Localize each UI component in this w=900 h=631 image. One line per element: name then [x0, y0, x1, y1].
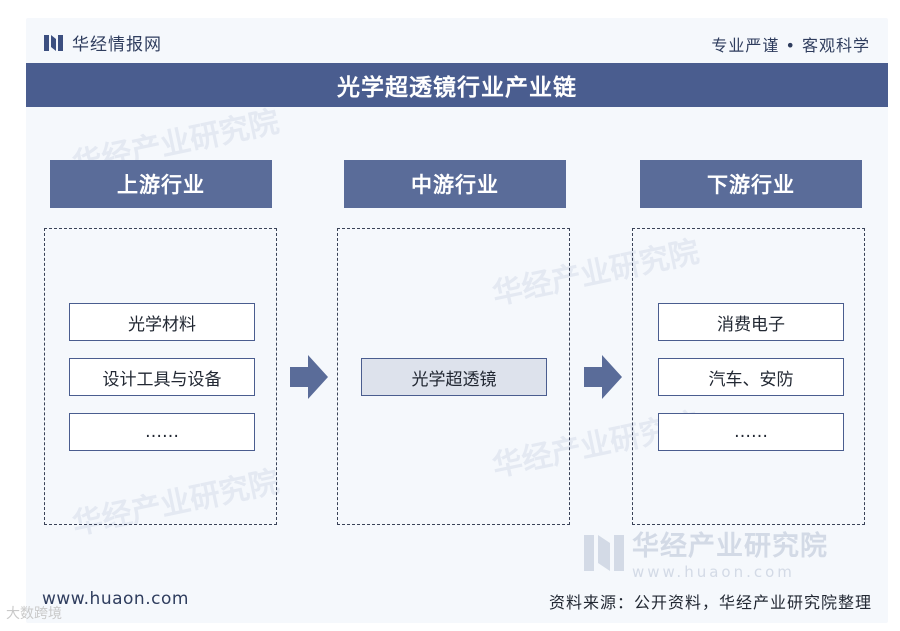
downstream-item: 汽车、安防: [658, 358, 844, 396]
arrow-right-icon: [584, 355, 622, 399]
stage-box-midstream: [337, 228, 570, 525]
midstream-item: 光学超透镜: [361, 358, 547, 396]
stage-header-downstream: 下游行业: [640, 160, 862, 208]
title-bar: 光学超透镜行业产业链: [26, 63, 888, 107]
downstream-item: ……: [658, 413, 844, 451]
watermark-logo-icon: [584, 534, 624, 571]
footer-source: 资料来源：公开资料，华经产业研究院整理: [548, 593, 872, 612]
watermark-brand: 华经产业研究院 www.huaon.com: [584, 524, 828, 581]
upstream-item: 光学材料: [69, 303, 255, 341]
page-title: 光学超透镜行业产业链: [337, 75, 577, 101]
brand: 华经情报网: [44, 30, 162, 55]
brand-name: 华经情报网: [72, 35, 162, 55]
arrow-right-icon: [290, 355, 328, 399]
stage-box-upstream: [44, 228, 277, 525]
watermark-brand-name: 华经产业研究院: [632, 531, 828, 562]
watermark-brand-url: www.huaon.com: [632, 563, 795, 581]
corner-watermark: 大数跨境: [6, 606, 62, 622]
stage-header-midstream: 中游行业: [344, 160, 566, 208]
downstream-item: 消费电子: [658, 303, 844, 341]
footer-website: www.huaon.com: [42, 589, 189, 609]
upstream-item: ……: [69, 413, 255, 451]
stage-box-downstream: [632, 228, 865, 525]
stage-header-upstream: 上游行业: [50, 160, 272, 208]
brand-logo-icon: [44, 34, 63, 51]
upstream-item: 设计工具与设备: [69, 358, 255, 396]
slogan: 专业严谨 • 客观科学: [711, 36, 870, 55]
